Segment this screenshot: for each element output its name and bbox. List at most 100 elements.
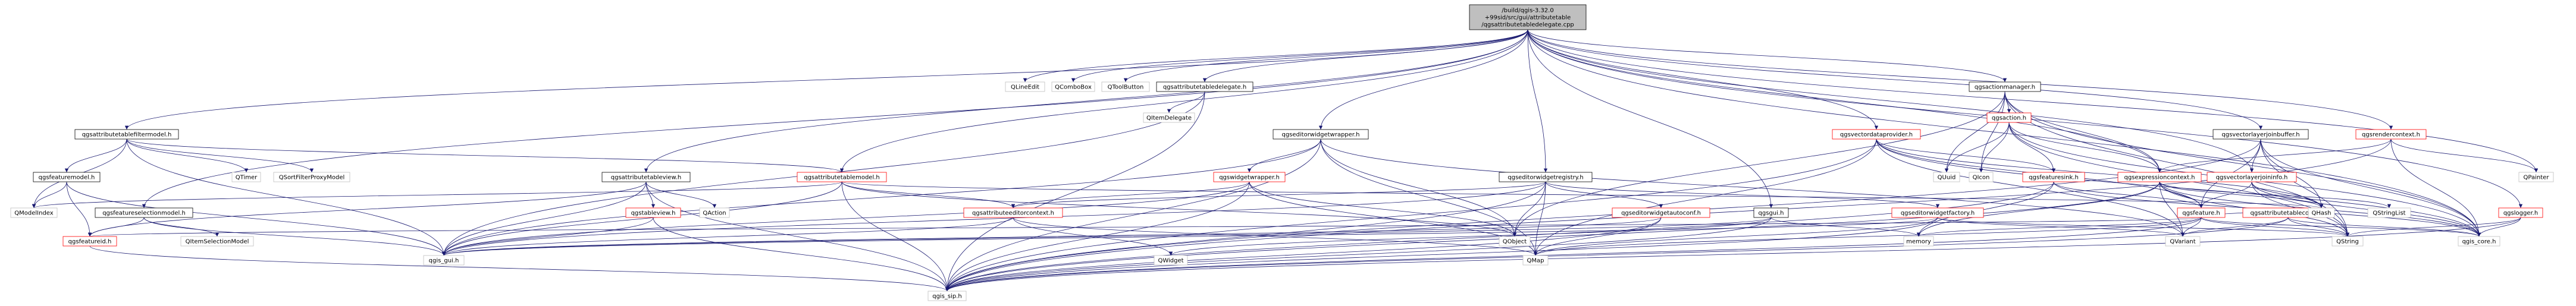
edge-qgseditorwidgetwrapper-h-to-qvariant [1320, 138, 2185, 237]
node-box [927, 291, 967, 301]
edges-layer [32, 29, 2539, 292]
node-qgslogger-h[interactable]: qgslogger.h [2498, 207, 2543, 218]
node-box [273, 172, 350, 182]
node-box [1891, 207, 1984, 218]
edge-qgseditorwidgetwrapper-h-to-qmap [1320, 138, 1538, 256]
edge-qgsattributetableview-h-to-qgstableview-h [645, 181, 656, 209]
node-box [1143, 112, 1195, 123]
node-qgseditorwidgetwrapper-h[interactable]: qgseditorwidgetwrapper.h [1273, 129, 1369, 140]
node-label: QObject [1503, 239, 1527, 245]
node-qgseditorwidgetregistry-h[interactable]: qgseditorwidgetregistry.h [1499, 172, 1593, 182]
node-qgstableview-h[interactable]: qgstableview.h [625, 207, 681, 218]
edge-qgseditorwidgetfactory-h-to-qmap [1533, 217, 1938, 256]
node-qgsexpressioncontext-h[interactable]: qgsexpressioncontext.h [2117, 172, 2202, 182]
node-qstring: QString [2331, 236, 2364, 247]
node-qgsfeaturemodel-h[interactable]: qgsfeaturemodel.h [33, 172, 101, 182]
edge-qgsgui-h-to-qgis-gui-h [442, 217, 1772, 256]
node-label: qgsfeatureselectionmodel.h [102, 210, 186, 217]
edge-qgsattributeeditorcontext-h-to-qgis-gui-h [441, 217, 1014, 256]
edge-qgsattributetablefiltermodel-h-to-qgsattributetablemodel-h [126, 138, 844, 173]
node-qgsgui-h[interactable]: qgsgui.h [1753, 207, 1789, 218]
edge-qgslogger-h-to-qgis-core-h [2477, 217, 2521, 237]
node-qgsattributetablefiltermodel-h[interactable]: qgsattributetablefiltermodel.h [74, 129, 179, 140]
node-box [2355, 129, 2427, 140]
edge-qgsfeatureid-h-to-qgis-sip-h [89, 245, 949, 292]
edge-qgslogger-h-to-qgis-sip-h [945, 217, 2521, 292]
node-label: qgsattributetableconfig.h [2251, 210, 2326, 217]
node-label: qgsvectorlayerjoinbuffer.h [2221, 132, 2299, 138]
edge-qgsfeatureselectionmodel-h-to-qgis-gui-h [143, 217, 446, 256]
edge-qgseditorwidgetfactory-h-to-qgis-gui-h [442, 217, 1938, 256]
node-box [1903, 236, 1934, 247]
node-label: qgis_sip.h [932, 294, 962, 300]
node-qmodelindex: QModelIndex [10, 207, 58, 218]
node-qgsattributetablemodel-h[interactable]: qgsattributetablemodel.h [797, 172, 887, 182]
edge-qgswidgetwrapper-h-to-qmap [1249, 181, 1538, 256]
node-label: qgstableview.h [631, 210, 676, 217]
node-qgsfeaturesink-h[interactable]: qgsfeaturesink.h [2022, 172, 2085, 182]
node-root[interactable]: /build/qgis-3.32.0+99sid/src/gui/attribu… [1469, 4, 1587, 30]
node-label: qgsattributetabledelegate.h [1163, 84, 1246, 91]
node-box [180, 236, 254, 247]
edge-qgsrendercontext-h-to-qgsexpressioncontext-h [2157, 138, 2392, 173]
node-qstringlist: QStringList [2367, 207, 2411, 218]
node-label: QLineEdit [1011, 84, 1039, 91]
edge-qgsattributetableconfig-h-to-qstring [2287, 217, 2350, 237]
node-qgswidgetwrapper-h[interactable]: qgswidgetwrapper.h [1213, 172, 1286, 182]
node-qgsvectorlayerjoininfo-h[interactable]: qgsvectorlayerjoininfo.h [2207, 172, 2297, 182]
node-box [1154, 255, 1188, 266]
edge-qgsfeature-h-to-qgis-sip-h [945, 217, 2202, 292]
edge-qgsgui-h-to-memory [1770, 217, 1921, 237]
node-label: memory [1906, 239, 1931, 245]
edge-qgsvectorlayerjoininfo-h-to-qgis-core-h [2251, 181, 2481, 237]
node-label: qgslogger.h [2503, 210, 2538, 217]
edge-qgsfeatureselectionmodel-h-to-qitemselectionmodel [143, 217, 220, 237]
node-label: qgsfeaturemodel.h [39, 175, 95, 181]
node-label: QVariant [2170, 239, 2195, 245]
node-box [231, 172, 261, 182]
edge-root-to-qgis-core-h [1527, 29, 2481, 237]
node-qgsrendercontext-h[interactable]: qgsrendercontext.h [2355, 129, 2427, 140]
node-label: QAction [703, 210, 726, 217]
node-qgis-gui-h: qgis_gui.h [423, 255, 465, 266]
node-qgsattributeeditorcontext-h[interactable]: qgsattributeeditorcontext.h [963, 207, 1063, 218]
node-label: qgsattributeeditorcontext.h [972, 210, 1054, 217]
node-label: +99sid/src/gui/attributetable [1485, 15, 1571, 21]
node-qgsattributetabledelegate-h[interactable]: qgsattributetabledelegate.h [1156, 81, 1253, 92]
node-qgsfeature-h[interactable]: qgsfeature.h [2177, 207, 2226, 218]
node-qgseditorwidgetfactory-h[interactable]: qgseditorwidgetfactory.h [1891, 207, 1984, 218]
edge-qgsattributetablemodel-h-to-qhash [841, 181, 2323, 209]
edge-root-to-qlineedit [1023, 29, 1528, 83]
edge-qgsvectorlayerjoinbuffer-h-to-qgis-sip-h [945, 138, 2261, 292]
node-qgsvectordataprovider-h[interactable]: qgsvectordataprovider.h [1832, 129, 1921, 140]
node-qcombobox: QComboBox [1051, 81, 1095, 92]
node-label: qgsattributetableview.h [611, 175, 681, 181]
edge-qgsattributetablemodel-h-to-qgsattributeeditorcontext-h [841, 181, 1016, 209]
edge-qgsexpressioncontext-h-to-qhash [2159, 181, 2324, 209]
edge-root-to-qgsvectorlayerjoininfo-h [1527, 29, 2254, 173]
node-qgsvectorlayerjoinbuffer-h[interactable]: qgsvectorlayerjoinbuffer.h [2213, 129, 2309, 140]
node-qgsaction-h[interactable]: qgsaction.h [1986, 112, 2032, 123]
edge-qgsaction-h-to-qgsfeaturesink-h [2008, 122, 2056, 173]
node-label: QTimer [236, 175, 258, 181]
node-qgsfeatureid-h[interactable]: qgsfeatureid.h [62, 236, 117, 247]
node-label: QPainter [2524, 175, 2550, 181]
node-qgsactionmanager-h[interactable]: qgsactionmanager.h [1969, 81, 2041, 92]
node-label: qgsexpressioncontext.h [2124, 175, 2195, 181]
edge-qgseditorwidgetwrapper-h-to-qgis-gui-h [441, 138, 1321, 256]
node-box [10, 207, 58, 218]
edge-qgsactionmanager-h-to-quuid [1944, 91, 2005, 173]
node-box [1005, 81, 1045, 92]
node-qtoolbutton: QToolButton [1101, 81, 1150, 92]
edge-qgswidgetwrapper-h-to-qgsattributeeditorcontext-h [1011, 181, 1250, 209]
node-box [33, 172, 101, 182]
node-qgseditorwidgetautoconf-h[interactable]: qgseditorwidgetautoconf.h [1612, 207, 1710, 218]
edge-qgsexpressioncontext-h-to-qvariant [2159, 181, 2185, 237]
node-qgsattributetableview-h[interactable]: qgsattributetableview.h [601, 172, 691, 182]
edge-qgsattributetablefiltermodel-h-to-qsortfilterproxymodel [126, 138, 314, 173]
node-qgsfeatureselectionmodel-h[interactable]: qgsfeatureselectionmodel.h [95, 207, 193, 218]
edge-qgsactionmanager-h-to-qobject [1512, 91, 2005, 237]
edge-qgsvectorlayerjoinbuffer-h-to-qgsvectorlayerjoininfo-h [2249, 138, 2261, 173]
node-qaction: QAction [699, 207, 730, 218]
node-label: QIcon [1973, 175, 1990, 181]
